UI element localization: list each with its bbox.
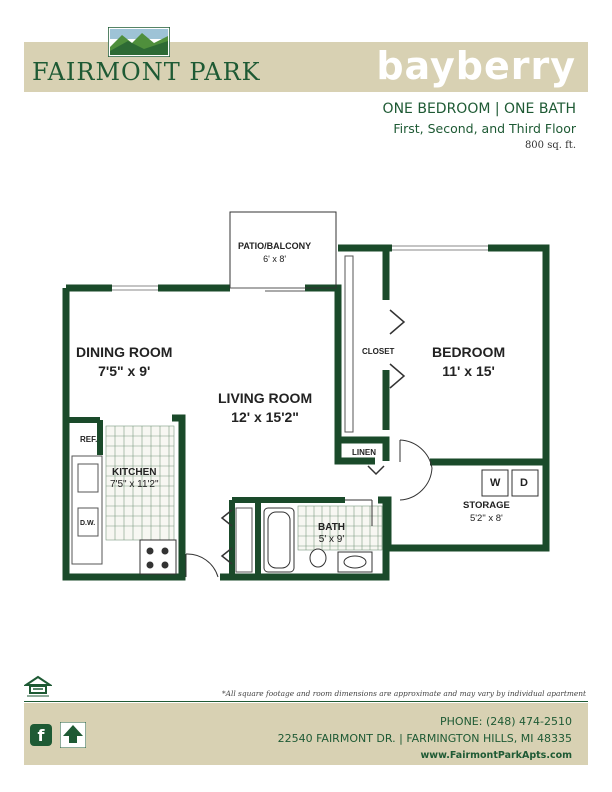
linen-label: LINEN — [352, 448, 376, 457]
dryer-label: D — [520, 477, 528, 489]
plan-name: bayberry — [376, 44, 576, 88]
footer-band — [24, 703, 588, 765]
disclaimer: *All square footage and room dimensions … — [221, 689, 586, 698]
dishwasher-label: D.W. — [80, 520, 96, 527]
sink — [77, 463, 99, 493]
washer-box — [481, 469, 509, 497]
dining-room-label: DINING ROOM — [76, 344, 173, 360]
website-link[interactable]: www.FairmontParkApts.com — [420, 750, 572, 761]
kitchen-counter — [71, 455, 103, 565]
bedroom-label: BEDROOM — [432, 344, 506, 360]
kitchen-tile-grid — [105, 425, 175, 541]
dryer-box — [511, 469, 539, 497]
bath-tile-grid — [297, 505, 383, 551]
bedroom-size: 11' x 15' — [442, 363, 495, 379]
inner-walls — [66, 417, 345, 577]
bathtub — [263, 507, 295, 573]
equal-housing-icon — [24, 675, 52, 697]
phone-number[interactable]: PHONE: (248) 474-2510 — [440, 715, 572, 728]
bath-size: 5' x 9' — [318, 534, 345, 545]
unit-type: ONE BEDROOM | ONE BATH — [382, 101, 576, 117]
footer-divider — [24, 701, 588, 702]
kitchen-label: KITCHEN — [112, 467, 157, 478]
patio-size: 6' x 8' — [263, 254, 287, 264]
closet-label: CLOSET — [362, 347, 395, 356]
storage-label: STORAGE — [463, 500, 510, 511]
storage-size: 5'2" x 8' — [469, 513, 503, 524]
vanity — [337, 551, 373, 573]
toilet — [309, 548, 327, 568]
closet-shelf — [344, 255, 354, 433]
living-room-label: LIVING ROOM — [218, 390, 313, 406]
range — [139, 539, 177, 575]
patio-label: PATIO/BALCONY — [238, 241, 312, 251]
facebook-icon[interactable]: f — [30, 724, 52, 746]
bath-label: BATH — [318, 522, 346, 533]
washer-label: W — [490, 477, 501, 489]
kitchen-size: 7'5" x 11'2" — [110, 479, 159, 490]
brand-name: FAIRMONT PARK — [32, 58, 261, 86]
refrigerator-label: REF. — [80, 435, 98, 444]
dishwasher — [77, 507, 99, 537]
floor-availability: First, Second, and Third Floor — [393, 121, 576, 136]
dining-room-size: 7'5" x 9' — [98, 363, 151, 379]
logo-mountain-icon — [108, 27, 170, 57]
living-room-size: 12' x 15'2" — [231, 409, 299, 425]
beztak-icon — [60, 722, 86, 748]
street-address: 22540 FAIRMONT DR. | FARMINGTON HILLS, M… — [277, 732, 572, 745]
square-footage: 800 sq. ft. — [524, 140, 576, 151]
